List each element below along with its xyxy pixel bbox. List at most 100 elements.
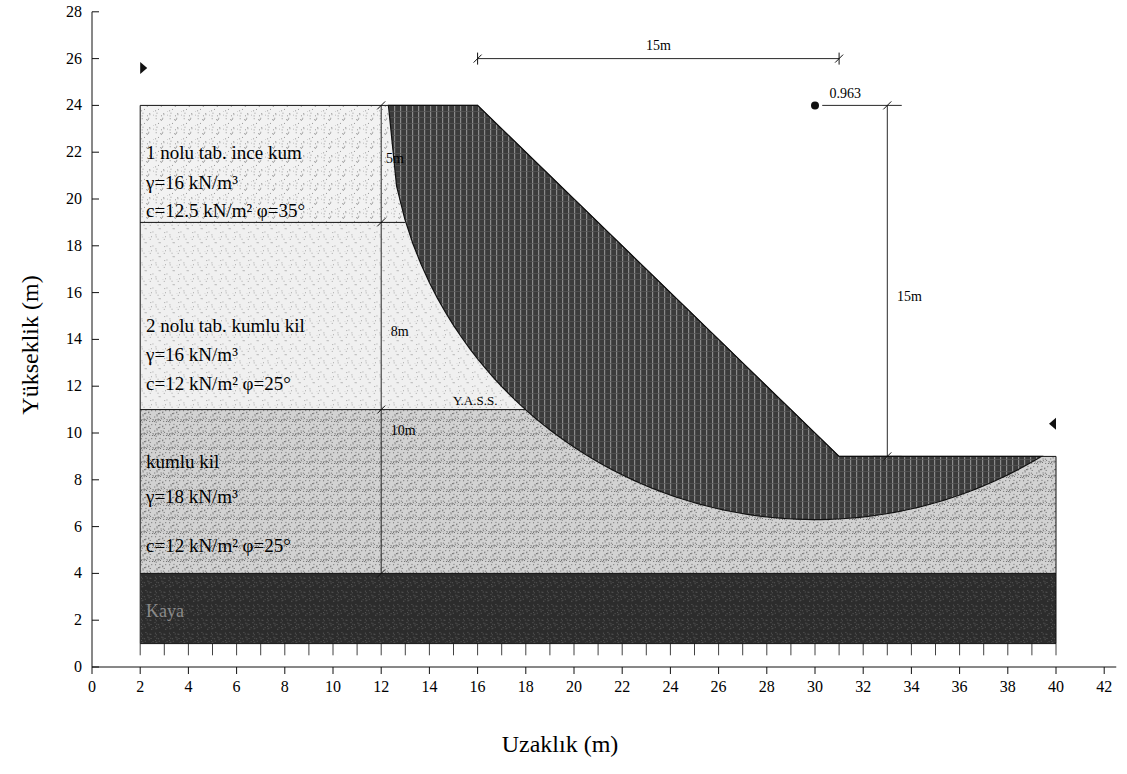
grid-tick: [815, 644, 816, 656]
soil-property: γ=16 kN/m³: [146, 345, 238, 366]
axis-tick: [92, 292, 99, 293]
dimension-tick: [377, 218, 385, 226]
axis-tick: [188, 667, 189, 674]
grid-tick: [1007, 644, 1008, 656]
section-marker: [140, 62, 147, 74]
grid-tick: [694, 644, 695, 656]
axis-tick: [92, 479, 99, 480]
grid-tick: [549, 644, 550, 656]
axis-tick: [284, 667, 285, 674]
dimension-tick: [474, 55, 482, 63]
grid-tick: [284, 644, 285, 656]
tick-label: 0: [88, 678, 96, 696]
safety-factor: 0.963: [829, 87, 861, 102]
soil-property: kumlu kil: [146, 452, 219, 473]
axis-tick: [92, 105, 99, 106]
soil-property: γ=16 kN/m³: [146, 173, 238, 194]
axis-tick: [1104, 667, 1105, 674]
dimension-tick: [835, 55, 843, 63]
grid-tick: [212, 644, 213, 656]
tick-label: 18: [518, 678, 534, 696]
grid-tick: [839, 644, 840, 656]
tick-label: 26: [711, 678, 727, 696]
tick-label: 14: [421, 678, 437, 696]
axis-tick: [525, 667, 526, 674]
tick-label: 20: [566, 678, 582, 696]
axis-tick: [766, 667, 767, 674]
axis-tick: [959, 667, 960, 674]
slip-mass: [388, 105, 1041, 519]
soil-property: c=12 kN/m² φ=25°: [146, 536, 291, 557]
grid-tick: [1031, 644, 1032, 656]
grid-tick: [260, 644, 261, 656]
axis-tick: [92, 339, 99, 340]
grid-tick: [164, 644, 165, 656]
grid-tick: [357, 644, 358, 656]
dimension-tick: [377, 569, 385, 577]
tick-label: 34: [903, 678, 919, 696]
dimension-line: [887, 105, 888, 456]
tick-label: 20: [66, 190, 82, 208]
layer-name: Kaya: [146, 602, 184, 622]
axis-tick: [92, 433, 99, 434]
axis-tick: [670, 667, 671, 674]
axis-tick: [92, 152, 99, 153]
tick-label: 36: [952, 678, 968, 696]
grid-tick: [188, 644, 189, 656]
grid-tick: [887, 644, 888, 656]
grid-tick: [622, 644, 623, 656]
grid-tick: [429, 644, 430, 656]
tick-label: 8: [281, 678, 289, 696]
axis-tick: [381, 667, 382, 674]
grid-tick: [742, 644, 743, 656]
tick-label: 10: [66, 424, 82, 442]
layer-boundary: [140, 573, 1056, 574]
axis-title: Uzaklık (m): [502, 731, 619, 757]
tick-label: 12: [373, 678, 389, 696]
axis-tick: [333, 667, 334, 674]
axis-tick: [92, 245, 99, 246]
tick-label: 6: [233, 678, 241, 696]
grid-tick: [598, 644, 599, 656]
tick-label: 14: [66, 331, 82, 349]
axis-tick: [1056, 667, 1057, 674]
axis-tick: [236, 667, 237, 674]
grid-tick: [718, 644, 719, 656]
grid-tick: [525, 644, 526, 656]
tick-label: 22: [614, 678, 630, 696]
axis-tick: [815, 667, 816, 674]
tick-label: 32: [855, 678, 871, 696]
dimension-label: 10m: [391, 423, 416, 438]
axis-tick: [1007, 667, 1008, 674]
dimension-label: 15m: [897, 290, 922, 305]
tick-label: 38: [1000, 678, 1016, 696]
tick-label: 28: [66, 3, 82, 21]
grid-tick: [236, 644, 237, 656]
axis-tick: [92, 11, 99, 12]
dimension-tick: [883, 101, 891, 109]
grid-tick: [646, 644, 647, 656]
grid-tick: [381, 644, 382, 656]
grid-tick: [863, 644, 864, 656]
tick-label: 10: [325, 678, 341, 696]
axis-tick: [863, 667, 864, 674]
tick-label: 8: [74, 471, 82, 489]
tick-label: 28: [759, 678, 775, 696]
dimension-tick: [377, 406, 385, 414]
soil-property: γ=18 kN/m³: [146, 487, 238, 508]
grid-tick: [983, 644, 984, 656]
section-marker: [1049, 418, 1056, 430]
axis-title: Yükseklik (m): [17, 275, 43, 414]
rock-layer: [140, 573, 1056, 643]
tick-label: 12: [66, 377, 82, 395]
grid-tick: [959, 644, 960, 656]
dimension-line: [822, 105, 902, 106]
tick-label: 2: [136, 678, 144, 696]
tick-label: 4: [74, 565, 82, 583]
axis-tick: [92, 58, 99, 59]
dimension-tick: [377, 101, 385, 109]
dimension-line: [381, 105, 382, 573]
tick-label: 0: [74, 658, 82, 676]
grid-tick: [405, 644, 406, 656]
